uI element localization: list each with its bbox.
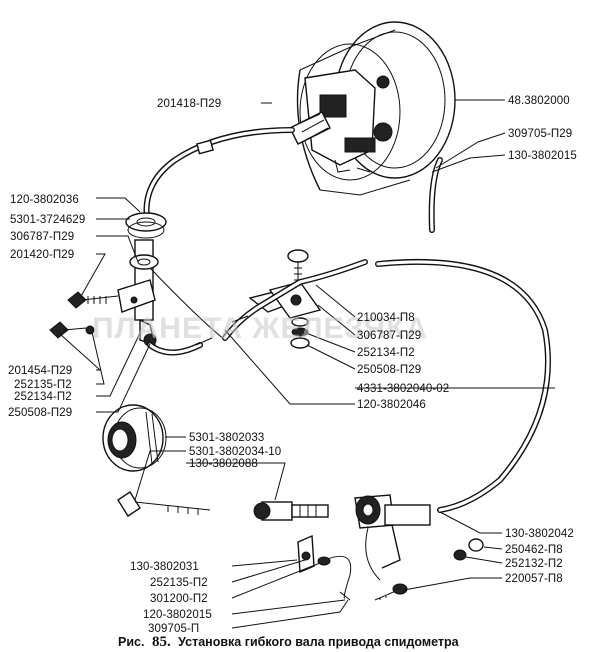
label-252132: 252132-П2 [505,558,563,570]
caption-number: 85. [152,634,171,650]
washer-252132 [453,549,467,561]
label-5301-3802034: 5301-3802034-10 [189,446,281,458]
caption-text: Установка гибкого вала привода спидометр… [178,635,459,649]
label-210034: 210034-П8 [357,312,415,324]
label-250508-mid: 250508-П29 [357,364,421,376]
label-306787-left: 306787-П29 [10,231,74,243]
label-130-3802088: 130-3802088 [189,458,258,470]
bolt-201420 [67,291,119,309]
speedometer-rear-panel [304,69,393,173]
label-130-3802031: 130-3802031 [130,561,199,573]
speedometer-connector-nut [289,111,331,145]
label-252134-left: 252134-П2 [14,391,72,403]
label-252135-left: 252135-П2 [14,379,72,391]
left-bracket [117,239,159,347]
label-250508-left: 250508-П29 [8,407,72,419]
label-201420: 201420-П29 [10,249,74,261]
washers-mid [290,317,310,349]
label-120-3802036: 120-3802036 [10,194,79,206]
upper-cable [143,127,295,228]
drive-shaft [117,491,211,517]
drive-coupling-130-3802088 [253,501,329,521]
leader-lines [59,99,555,629]
label-309705-bot: 309705-П [148,623,199,635]
label-309705-p29-top: 309705-П29 [508,128,572,140]
label-130-3802015-top: 130-3802015 [508,150,577,162]
label-120-3802046: 120-3802046 [357,399,426,411]
label-201418: 201418-П29 [157,98,221,110]
label-252135-bot: 252135-П2 [150,577,208,589]
label-48-3802000: 48.3802000 [508,95,570,107]
label-220057: 220057-П8 [505,573,563,585]
label-201454: 201454-П29 [8,365,72,377]
figure-caption: Рис. 85. Установка гибкого вала привода … [118,634,460,650]
label-5301-3802033: 5301-3802033 [189,432,264,444]
label-252134-mid: 252134-П2 [357,347,415,359]
bolt-220057 [374,583,408,601]
label-130-3802042: 130-3802042 [505,528,574,540]
bottom-cable-loop [317,555,352,601]
drive-housing-bracket [354,494,431,581]
pulley-5301-3802033 [102,404,167,472]
grommet [125,212,167,239]
label-5301-3724629: 5301-3724629 [10,214,85,226]
label-306787-mid: 306787-П29 [357,330,421,342]
label-301200: 301200-П2 [150,593,208,605]
watermark: ПЛАНЕТА ЖЕЛЕЗЯКА [92,312,428,345]
caption-prefix: Рис. [118,635,144,649]
label-4331: 4331-3802040-02 [357,383,449,395]
label-250462: 250462-П8 [505,544,563,556]
nut-250462 [468,538,484,552]
bolt-201454 [49,321,95,339]
label-120-3802015: 120-3802015 [143,609,212,621]
